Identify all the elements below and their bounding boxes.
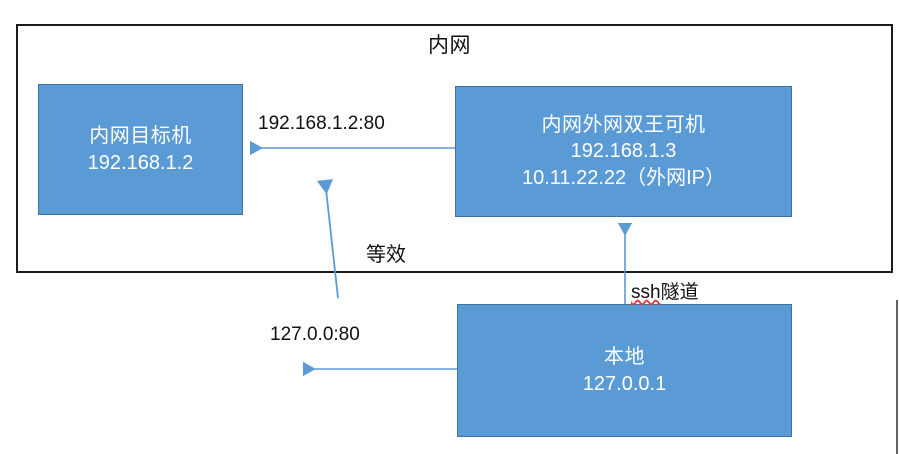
subnet-boundary-frame [16, 24, 893, 273]
edge-label-ssh-tunnel-prefix: ssh [631, 282, 661, 303]
node-internal-target-ip: 192.168.1.2 [87, 151, 194, 174]
node-dual-homed-host-external-ip: 10.11.22.22（外网IP） [521, 166, 726, 189]
edge-label-equivalent: 等效 [366, 244, 406, 266]
edge-label-target-port: 192.168.1.2:80 [258, 113, 385, 134]
node-local-machine[interactable]: 本地 127.0.0.1 [457, 304, 792, 437]
edge-label-ssh-tunnel: ssh隧道 [631, 277, 699, 304]
node-dual-homed-host[interactable]: 内网外网双王可机 192.168.1.3 10.11.22.22（外网IP） [455, 86, 792, 217]
node-internal-target[interactable]: 内网目标机 192.168.1.2 [38, 84, 243, 215]
node-dual-homed-host-name: 内网外网双王可机 [541, 113, 706, 136]
edge-label-ssh-tunnel-suffix: 隧道 [660, 282, 699, 303]
node-internal-target-name: 内网目标机 [89, 125, 192, 148]
node-dual-homed-host-internal-ip: 192.168.1.3 [570, 140, 677, 163]
subnet-title: 内网 [428, 34, 471, 57]
node-local-machine-name: 本地 [604, 346, 645, 369]
edge-label-loopback-port: 127.0.0:80 [270, 324, 360, 345]
node-local-machine-ip: 127.0.0.1 [582, 372, 667, 395]
